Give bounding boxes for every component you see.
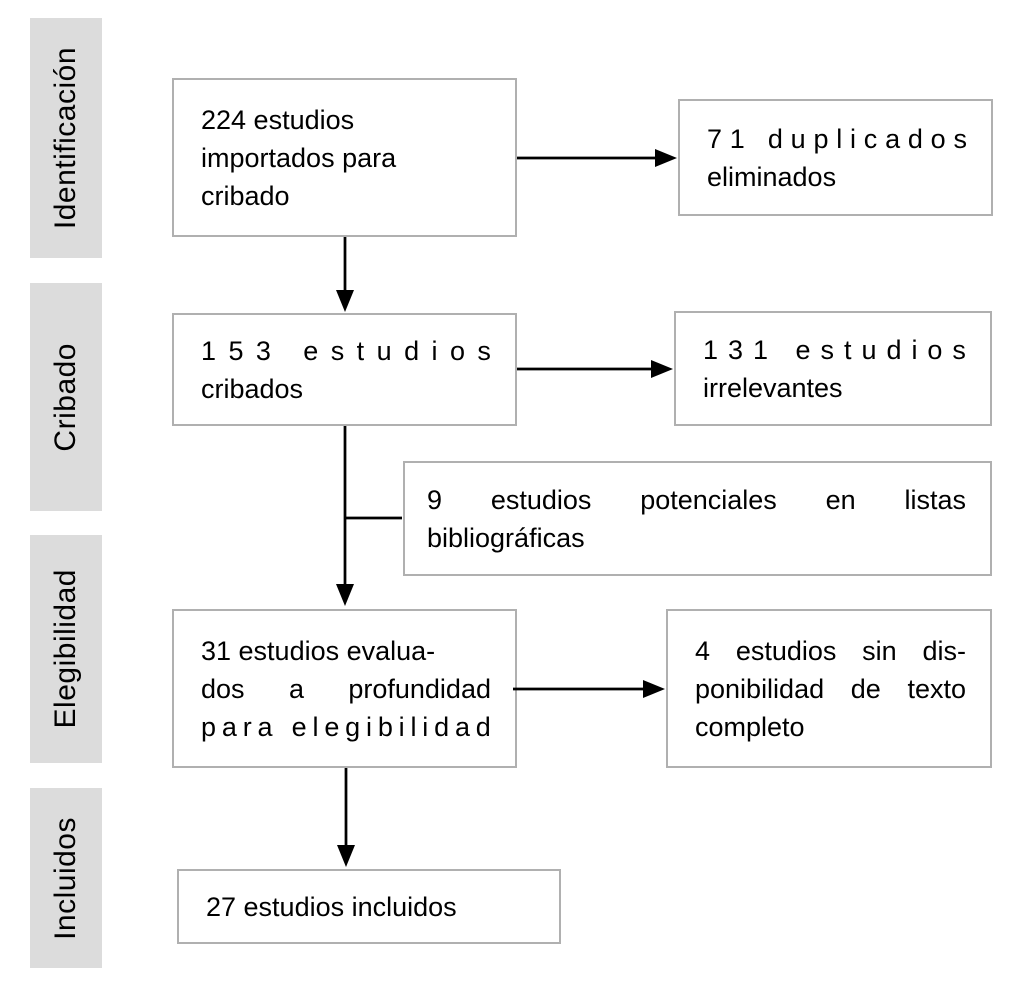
stage-band-screening: Cribado bbox=[30, 283, 102, 511]
box-text-line: completo bbox=[695, 711, 805, 742]
stage-label-identification: Identificación bbox=[49, 46, 82, 230]
stage-label-screening: Cribado bbox=[49, 342, 82, 452]
box-text-line: bibliográficas bbox=[427, 522, 585, 553]
box-text-line: cribado bbox=[201, 180, 290, 211]
arrow-screened-to-irrelevant bbox=[517, 360, 673, 378]
box-text-line: cribados bbox=[201, 373, 304, 404]
box-text-line: importados para bbox=[201, 142, 397, 173]
arrow-assessed-to-nofulltext bbox=[513, 680, 665, 698]
box-text-line: irrelevantes bbox=[703, 372, 843, 403]
box-text-line: 31 estudios evalua- bbox=[201, 635, 436, 666]
stage-band-eligibility: Elegibilidad bbox=[30, 535, 102, 763]
stage-band-identification: Identificación bbox=[30, 18, 102, 258]
stage-band-included: Incluidos bbox=[30, 788, 102, 968]
box-text-line: 224 estudios bbox=[201, 104, 355, 135]
arrow-assessed-to-included bbox=[337, 768, 355, 867]
arrow-imported-to-duplicates bbox=[517, 149, 677, 167]
box-text-line: 27 estudios incluidos bbox=[206, 891, 457, 922]
arrow-imported-to-screened bbox=[336, 237, 354, 312]
arrow-screened-to-assessed bbox=[336, 426, 402, 606]
flow-box-studies-included: 27 estudios incluidos bbox=[177, 869, 561, 944]
stage-label-eligibility: Elegibilidad bbox=[49, 569, 82, 729]
flow-box-imported-studies: 224 estudios importados para cribado bbox=[172, 78, 517, 237]
box-text-line: eliminados bbox=[707, 161, 837, 192]
stage-label-included: Incluidos bbox=[49, 816, 82, 940]
